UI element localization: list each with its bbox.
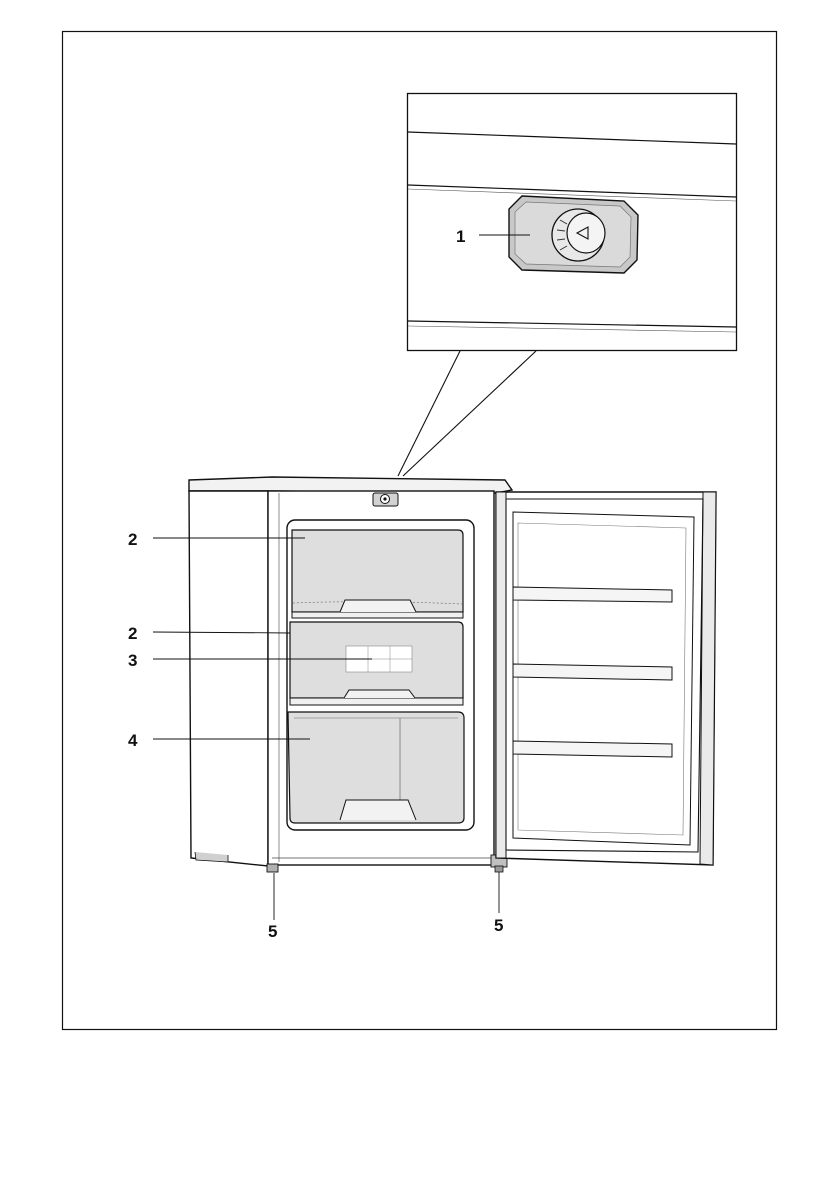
callout-5-left-label: 5 (268, 922, 277, 941)
bottom-drawer (288, 712, 464, 823)
upper-drawer (292, 530, 463, 618)
freezer-door (496, 492, 716, 865)
temperature-knob-icon (552, 209, 605, 261)
callout-2-middle-label: 2 (128, 624, 137, 643)
middle-drawer (290, 622, 463, 705)
front-left-foot (267, 864, 278, 872)
callout-5-right-label: 5 (494, 916, 503, 935)
zoom-line-right (403, 351, 536, 476)
callout-3-label: 3 (128, 651, 137, 670)
zoom-line-left (398, 351, 460, 476)
control-panel-inset (408, 94, 737, 351)
freezer-cabinet (189, 477, 512, 872)
cabinet-knob-icon (373, 493, 398, 506)
callout-4-label: 4 (128, 731, 138, 750)
callout-1-label: 1 (456, 227, 465, 246)
callout-2-upper-label: 2 (128, 530, 137, 549)
